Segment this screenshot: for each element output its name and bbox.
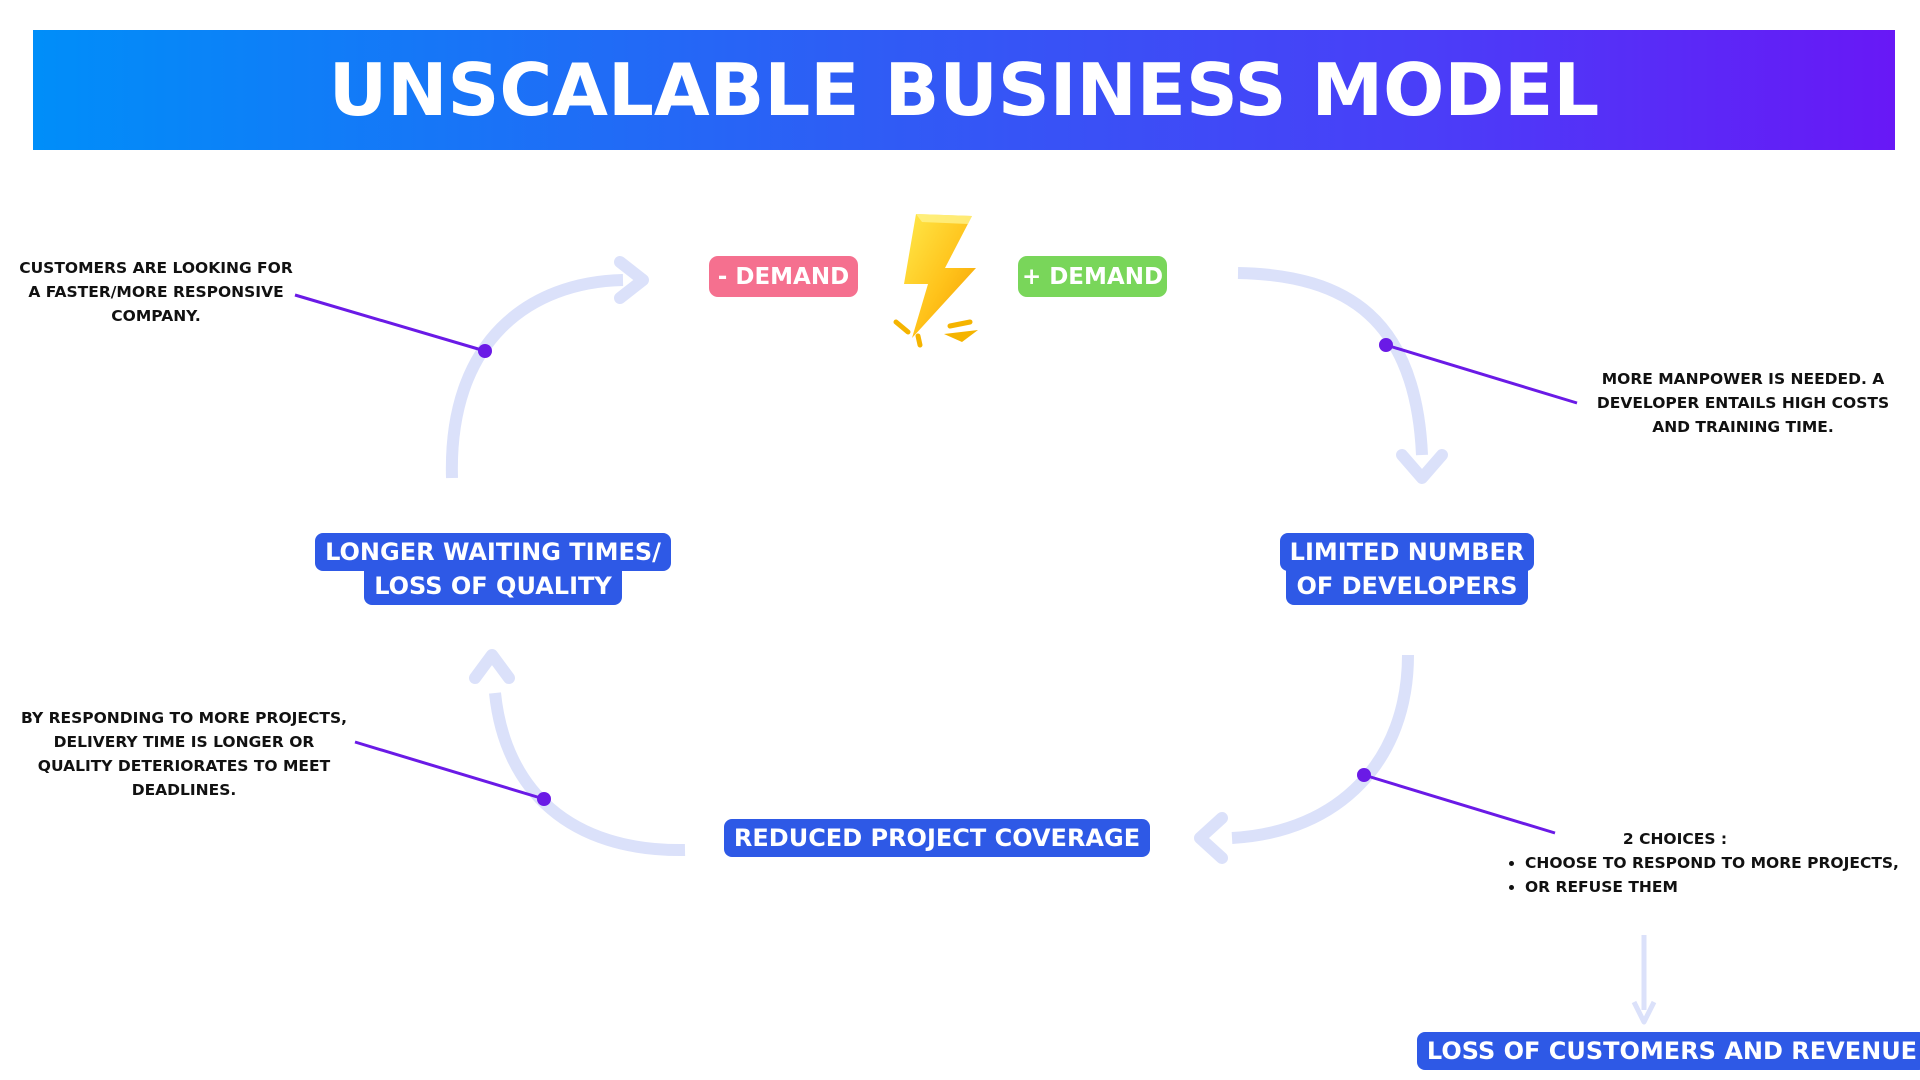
- note-customers-line-2: A FASTER/MORE RESPONSIVE: [28, 283, 284, 301]
- connector-choices: [1363, 773, 1556, 835]
- arrowhead-developers: [1396, 449, 1448, 484]
- connector-dot-customers: [478, 344, 492, 358]
- stage-loss-customers-line-1: LOSS OF CUSTOMERS AND REVENUE: [1416, 1032, 1920, 1070]
- arrowhead-coverage: [1194, 812, 1228, 864]
- note-manpower-line-3: AND TRAINING TIME.: [1652, 418, 1834, 436]
- stage-longer-waiting: LONGER WAITING TIMES/ LOSS OF QUALITY: [315, 533, 671, 605]
- stage-reduced-coverage-line-1: REDUCED PROJECT COVERAGE: [723, 819, 1151, 857]
- arrow-demand-to-developers: [1237, 267, 1428, 456]
- diagram-title: UNSCALABLE BUSINESS MODEL: [328, 48, 1600, 132]
- note-manpower-line-2: DEVELOPER ENTAILS HIGH COSTS: [1596, 394, 1890, 412]
- arrow-waiting-to-demand: [445, 274, 624, 479]
- arrow-developers-to-coverage: [1231, 654, 1414, 844]
- stage-loss-customers: LOSS OF CUSTOMERS AND REVENUE: [1416, 1032, 1920, 1070]
- connector-dot-manpower: [1379, 338, 1393, 352]
- connector-dot-choices: [1357, 768, 1371, 782]
- stage-limited-developers-line-2: OF DEVELOPERS: [1286, 567, 1528, 605]
- note-customers: CUSTOMERS ARE LOOKING FOR A FASTER/MORE …: [12, 256, 300, 328]
- note-choices-item: OR REFUSE THEM: [1525, 875, 1915, 899]
- arrow-coverage-to-waiting: [489, 692, 686, 857]
- connector-customers: [294, 293, 486, 353]
- note-choices-item: CHOOSE TO RESPOND TO MORE PROJECTS,: [1525, 851, 1915, 875]
- stage-longer-waiting-line-2: LOSS OF QUALITY: [364, 567, 622, 605]
- note-choices-title: 2 CHOICES :: [1622, 830, 1728, 848]
- connector-responding: [354, 740, 545, 801]
- note-customers-line-1: CUSTOMERS ARE LOOKING FOR: [19, 259, 293, 277]
- stage-limited-developers: LIMITED NUMBER OF DEVELOPERS: [1279, 533, 1535, 605]
- stage-longer-waiting-line-1: LONGER WAITING TIMES/: [315, 533, 671, 571]
- arrowhead-demand: [614, 256, 649, 304]
- title-banner: UNSCALABLE BUSINESS MODEL: [33, 30, 1895, 150]
- plus-demand-badge: + DEMAND: [1018, 256, 1167, 297]
- arrowhead-waiting: [469, 649, 515, 684]
- note-responding-line-4: DEADLINES.: [131, 781, 237, 799]
- arrowhead-loss: [1631, 1000, 1657, 1025]
- lightning-bolt-icon: [893, 214, 978, 348]
- stage-limited-developers-line-1: LIMITED NUMBER: [1279, 533, 1535, 571]
- stage-reduced-coverage: REDUCED PROJECT COVERAGE: [723, 819, 1151, 857]
- connector-manpower: [1385, 343, 1578, 405]
- minus-demand-badge: - DEMAND: [709, 256, 858, 297]
- note-responding-line-1: BY RESPONDING TO MORE PROJECTS,: [21, 709, 347, 727]
- note-responding-line-2: DELIVERY TIME IS LONGER OR: [53, 733, 315, 751]
- note-responding: BY RESPONDING TO MORE PROJECTS, DELIVERY…: [14, 706, 354, 802]
- note-responding-line-3: QUALITY DETERIORATES TO MEET: [37, 757, 331, 775]
- connector-dot-responding: [537, 792, 551, 806]
- note-choices-list: CHOOSE TO RESPOND TO MORE PROJECTS, OR R…: [1495, 851, 1915, 899]
- note-manpower-line-1: MORE MANPOWER IS NEEDED. A: [1601, 370, 1885, 388]
- note-customers-line-3: COMPANY.: [111, 307, 201, 325]
- note-choices: 2 CHOICES : CHOOSE TO RESPOND TO MORE PR…: [1495, 827, 1915, 899]
- note-manpower: MORE MANPOWER IS NEEDED. A DEVELOPER ENT…: [1583, 367, 1903, 439]
